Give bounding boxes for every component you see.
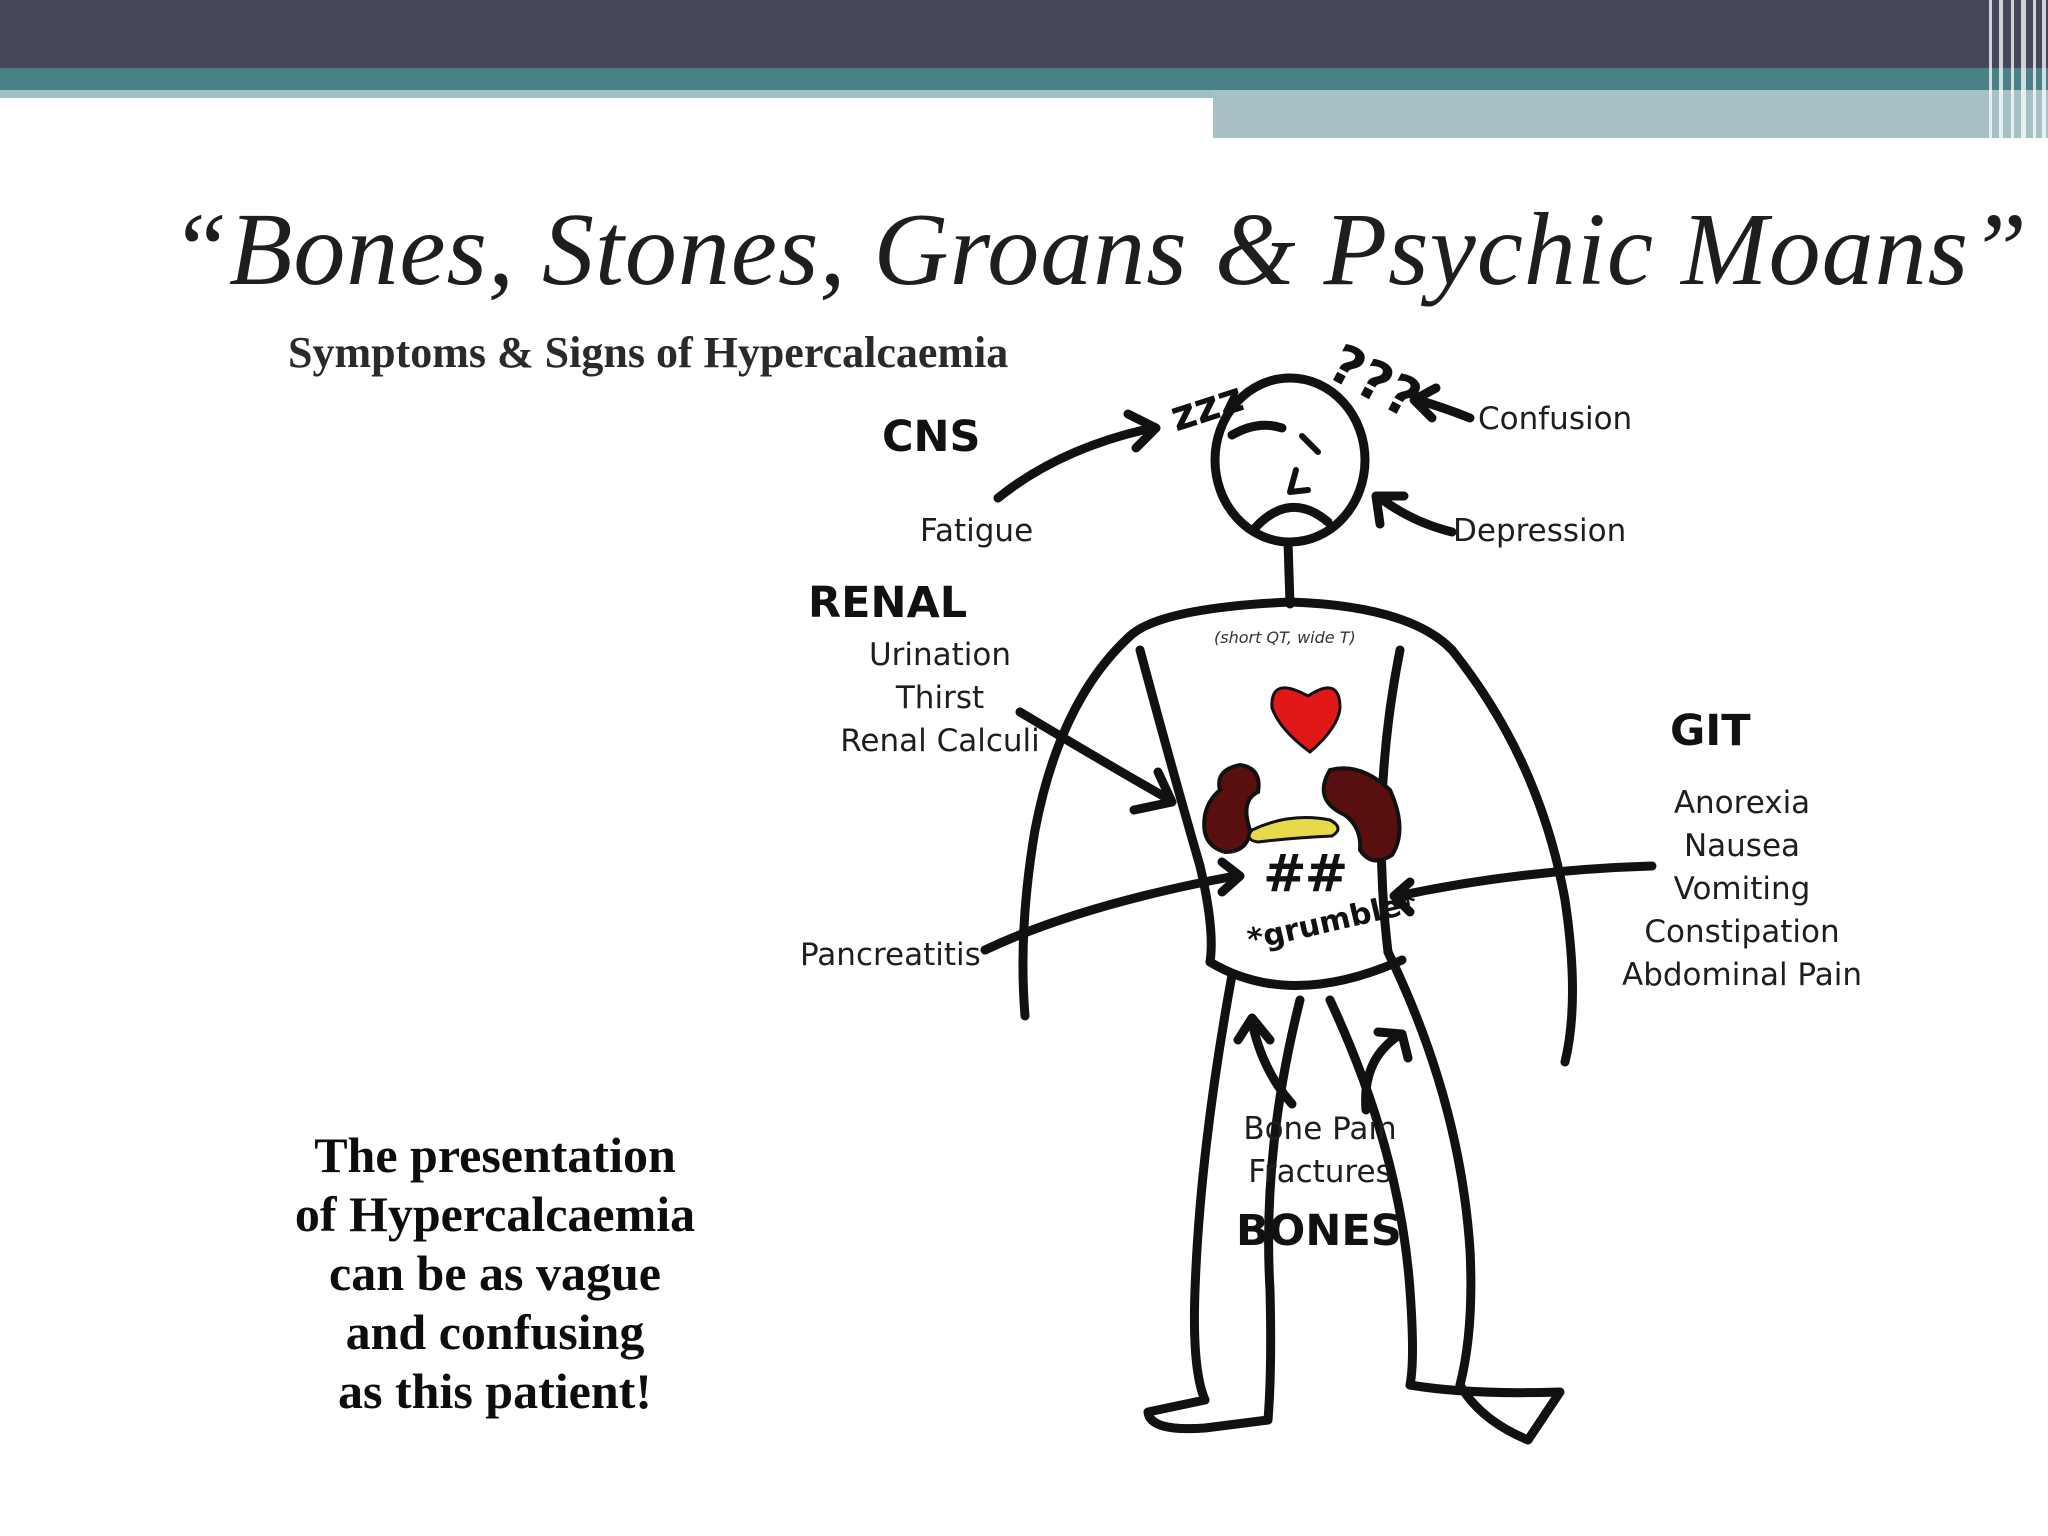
arrow-bones-left-head <box>1233 1013 1275 1045</box>
arrow-confusion-head <box>1409 383 1441 423</box>
renal-item: Urination <box>868 637 1012 673</box>
fatigue-label: Fatigue <box>920 513 1034 549</box>
arrow-git <box>1393 861 1657 901</box>
arrow-confusion <box>1413 395 1475 423</box>
git-item: Vomiting <box>1673 871 1811 907</box>
belly <box>1195 861 1407 990</box>
git-item: Anorexia <box>1673 785 1811 821</box>
bones-list: Bone Pain Fractures <box>1220 1108 1420 1194</box>
arrow-renal <box>1015 707 1175 805</box>
bones-item: Fractures <box>1248 1154 1392 1190</box>
presentation-note: The presentation of Hypercalcaemia can b… <box>180 1126 810 1421</box>
right-foot <box>1405 1380 1565 1445</box>
note-line: The presentation <box>314 1127 676 1183</box>
left-arm <box>1018 631 1135 1021</box>
arrow-bones-right-head <box>1373 1027 1413 1063</box>
arrow-depression-head <box>1371 491 1409 529</box>
arrow-depression <box>1375 493 1457 537</box>
header-stripes <box>1985 0 2048 138</box>
renal-list: Urination Thirst Renal Calculi <box>840 634 1040 763</box>
neck <box>1283 537 1295 609</box>
pancreas <box>1247 816 1340 844</box>
arrow-pancreatitis-head <box>1217 857 1245 897</box>
renal-item: Thirst <box>895 680 985 716</box>
git-item: Nausea <box>1683 828 1801 864</box>
header-bar-teal <box>0 68 2048 90</box>
arrow-fatigue <box>993 423 1157 503</box>
arrow-renal-head <box>1129 767 1177 815</box>
note-line: and confusing <box>345 1304 645 1360</box>
pancreatitis-label: Pancreatitis <box>800 937 981 973</box>
left-foot <box>1143 1395 1273 1434</box>
note-line: of Hypercalcaemia <box>294 1186 696 1242</box>
bones-item: Bone Pain <box>1243 1111 1397 1147</box>
hash-marks: ## <box>1263 844 1348 904</box>
renal-heading: RENAL <box>808 578 968 628</box>
depression-label: Depression <box>1453 513 1627 549</box>
confusion-label: Confusion <box>1478 401 1633 437</box>
git-list: Anorexia Nausea Vomiting Constipation Ab… <box>1612 782 1872 997</box>
header-bar-thin <box>0 90 1213 98</box>
arrow-bones-right <box>1361 1031 1403 1115</box>
torso-left <box>1135 645 1205 871</box>
right-arm <box>1447 645 1577 1067</box>
bones-heading: BONES <box>1236 1206 1402 1256</box>
mouth <box>1250 503 1333 533</box>
note-line: as this patient! <box>338 1363 652 1419</box>
nose <box>1287 467 1311 495</box>
renal-item: Renal Calculi <box>840 723 1040 759</box>
shoulders <box>1125 597 1457 655</box>
note-line: can be as vague <box>329 1245 661 1301</box>
left-inner-leg <box>1263 995 1305 1425</box>
ecg-note: (short QT, wide T) <box>1214 628 1356 647</box>
eye <box>1299 433 1321 455</box>
arrow-git-head <box>1389 877 1415 917</box>
cns-heading: CNS <box>882 412 981 462</box>
arrow-pancreatitis <box>980 871 1240 955</box>
git-heading: GIT <box>1670 706 1751 756</box>
right-leg <box>1383 947 1476 1390</box>
header-bar-dark <box>0 0 2048 68</box>
slide-title: “Bones, Stones, Groans & Psychic Moans” <box>170 192 2028 307</box>
arrow-fatigue-head <box>1123 409 1161 453</box>
right-inner-leg <box>1325 995 1417 1390</box>
heart <box>1270 686 1342 754</box>
left-kidney <box>1202 762 1261 855</box>
git-item: Abdominal Pain <box>1621 957 1862 993</box>
arrow-bones-left <box>1247 1017 1297 1109</box>
header-bar-light <box>1213 90 2048 138</box>
slide-subtitle: Symptoms & Signs of Hypercalcaemia <box>288 328 1009 377</box>
right-kidney <box>1321 766 1402 863</box>
eyebrow <box>1227 420 1287 440</box>
git-item: Constipation <box>1644 914 1840 950</box>
left-leg <box>1189 970 1237 1405</box>
